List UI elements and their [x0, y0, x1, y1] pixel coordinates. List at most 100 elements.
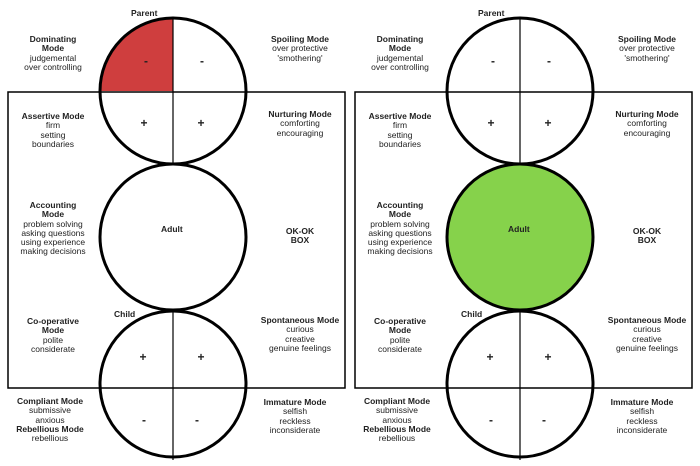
mode-title: Compliant Mode — [16, 396, 84, 406]
mode-trait: making decisions — [20, 246, 86, 257]
mode-title: Immature Mode — [610, 397, 674, 407]
mode-title: Nurturing Mode — [268, 109, 332, 119]
mode-trait: problem solving — [23, 218, 83, 229]
mode-trait: over controlling — [371, 61, 429, 72]
mode-trait: boundaries — [378, 138, 422, 149]
mode-title: Accounting — [376, 200, 424, 210]
mode-trait: selfish — [629, 406, 655, 417]
mode-title: Co-operative — [27, 316, 79, 326]
mode-title: Mode — [388, 43, 412, 54]
adult-circle — [445, 162, 595, 312]
mode-trait: using experience — [20, 237, 86, 248]
mode-trait: making decisions — [367, 246, 433, 257]
diagram-shapes — [7, 16, 346, 460]
box-label-line: BOX — [290, 235, 310, 246]
mode-trait: considerate — [31, 343, 75, 354]
parent-top-sign: - — [547, 54, 551, 68]
mode-title: Rebellious Mode — [363, 423, 431, 434]
diagram-shapes — [354, 16, 693, 460]
mode-trait: 'smothering' — [277, 52, 323, 63]
adult-label: Adult — [161, 224, 183, 234]
mode-trait: polite — [42, 334, 64, 345]
mode-trait: firm — [392, 120, 408, 131]
mode-trait: setting — [40, 129, 66, 140]
mode-trait: over protective — [272, 43, 328, 54]
mode-title: Spoiling Mode — [617, 34, 677, 44]
mode-trait: genuine feelings — [616, 342, 678, 353]
mode-trait: using experience — [367, 237, 433, 248]
mode-trait: creative — [285, 333, 315, 344]
mode-title: Spoiling Mode — [270, 34, 330, 44]
mode-trait: inconsiderate — [269, 424, 321, 435]
child-bottom-sign: - — [542, 413, 546, 427]
child-bottom-sign: - — [195, 413, 199, 427]
mode-title: Accounting — [29, 200, 77, 210]
mode-trait: boundaries — [31, 138, 75, 149]
mode-trait: over protective — [619, 43, 675, 54]
parent-top-sign: - — [491, 54, 495, 68]
child-top-sign: + — [197, 350, 205, 364]
parent-bottom-sign: + — [544, 116, 552, 130]
mode-trait: genuine feelings — [269, 342, 331, 353]
parent-bottom-sign: + — [487, 116, 495, 130]
mode-title: Assertive Mode — [21, 111, 85, 121]
mode-trait: judgemental — [29, 52, 77, 63]
mode-title: Immature Mode — [263, 397, 327, 407]
mode-title: Spontaneous Mode — [260, 315, 340, 325]
child-bottom-sign: - — [142, 413, 146, 427]
child-top-sign: + — [486, 350, 494, 364]
mode-trait: comforting — [627, 118, 667, 129]
parent-bottom-sign: + — [197, 116, 205, 130]
mode-trait: rebellious — [31, 433, 69, 444]
mode-title: Dominating — [376, 34, 424, 44]
child-top-sign: + — [139, 350, 147, 364]
mode-trait: setting — [387, 129, 413, 140]
mode-trait: creative — [632, 333, 662, 344]
mode-title: Mode — [41, 43, 65, 54]
box-label-line: BOX — [637, 235, 657, 246]
mode-trait: curious — [633, 324, 661, 335]
mode-title: Mode — [388, 209, 412, 220]
parent-bottom-sign: + — [140, 116, 148, 130]
mode-trait: submissive — [28, 405, 72, 416]
mode-trait: curious — [286, 324, 314, 335]
mode-trait: submissive — [375, 405, 419, 416]
mode-title: Assertive Mode — [368, 111, 432, 121]
mode-title: Co-operative — [374, 316, 426, 326]
ok-ok-box — [7, 91, 346, 389]
adult-circle — [98, 162, 248, 312]
mode-title: Compliant Mode — [363, 396, 431, 406]
mode-trait: anxious — [382, 414, 412, 425]
mode-trait: asking questions — [368, 227, 432, 238]
mode-trait: asking questions — [21, 227, 85, 238]
mode-trait: firm — [45, 120, 61, 131]
mode-trait: 'smothering' — [624, 52, 670, 63]
mode-trait: problem solving — [370, 218, 430, 229]
mode-trait: encouraging — [623, 127, 671, 138]
mode-trait: encouraging — [276, 127, 324, 138]
mode-trait: selfish — [282, 406, 308, 417]
parent-top-sign: - — [144, 54, 148, 68]
mode-title: Nurturing Mode — [615, 109, 679, 119]
box-label-line: OK-OK — [632, 226, 662, 236]
mode-trait: inconsiderate — [616, 424, 668, 435]
parent-label: Parent — [478, 8, 505, 18]
mode-trait: polite — [389, 334, 411, 345]
